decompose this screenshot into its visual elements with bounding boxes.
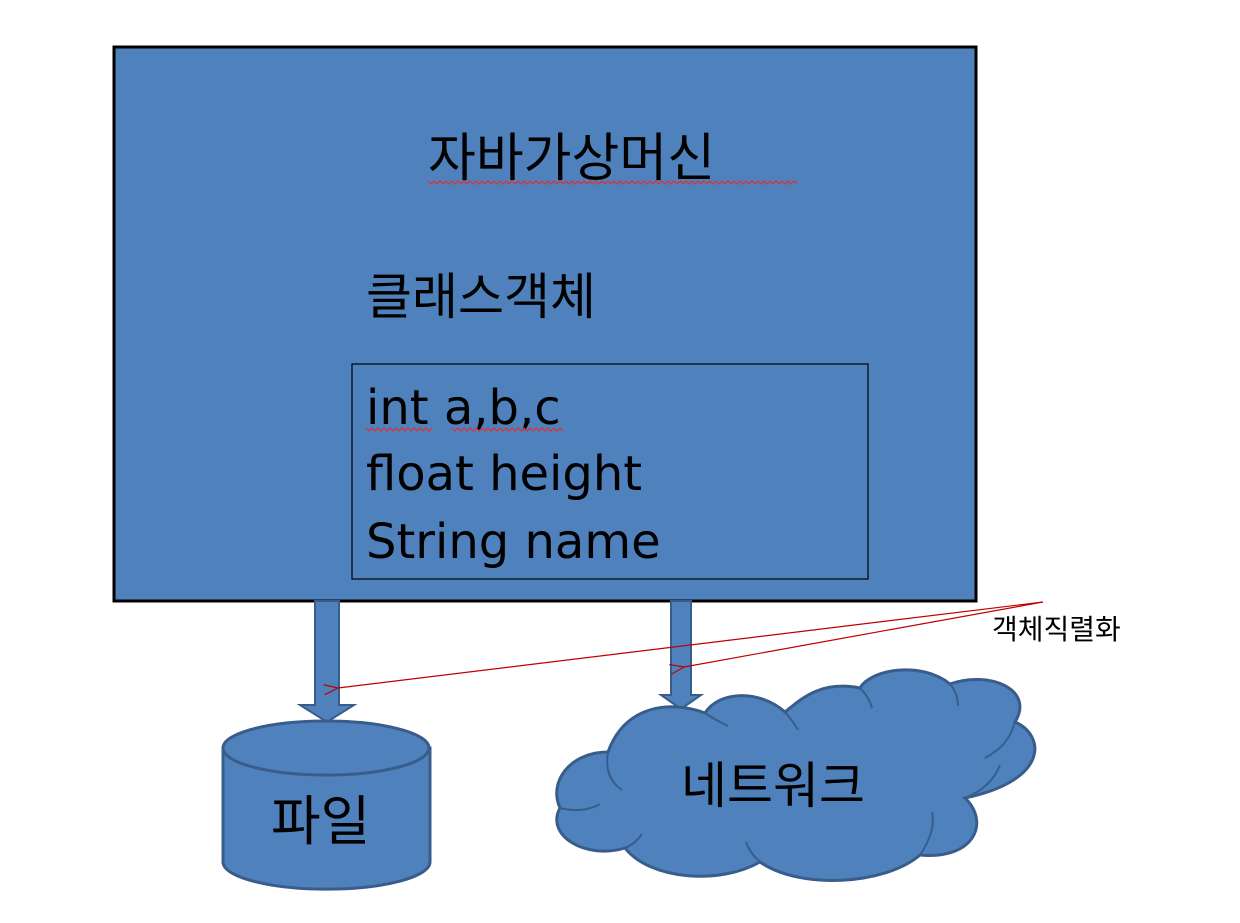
- jvm-title: 자바가상머신: [428, 129, 715, 189]
- class-object-title: 클래스객체: [366, 268, 596, 326]
- serialization-line-to-file: [338, 601, 1044, 688]
- field-string: String name: [366, 514, 661, 570]
- jvm-title-spellcheck-underline: [427, 180, 798, 185]
- network-cloud: [555, 668, 1037, 882]
- arrow-to-network: [657, 600, 705, 711]
- file-label: 파일: [271, 790, 370, 853]
- field-float: float height: [366, 446, 642, 502]
- file-cylinder-body: [221, 746, 432, 891]
- field-int-spellcheck-underline: [365, 427, 564, 432]
- field-int: int a,b,c: [366, 380, 561, 436]
- class-object-box: [351, 363, 869, 580]
- arrow-to-file: [296, 600, 358, 724]
- serialization-label: 객체직렬화: [992, 613, 1121, 646]
- file-cylinder-top: [221, 719, 431, 777]
- serialization-line-to-network: [684, 601, 1044, 667]
- network-label: 네트워크: [681, 757, 865, 815]
